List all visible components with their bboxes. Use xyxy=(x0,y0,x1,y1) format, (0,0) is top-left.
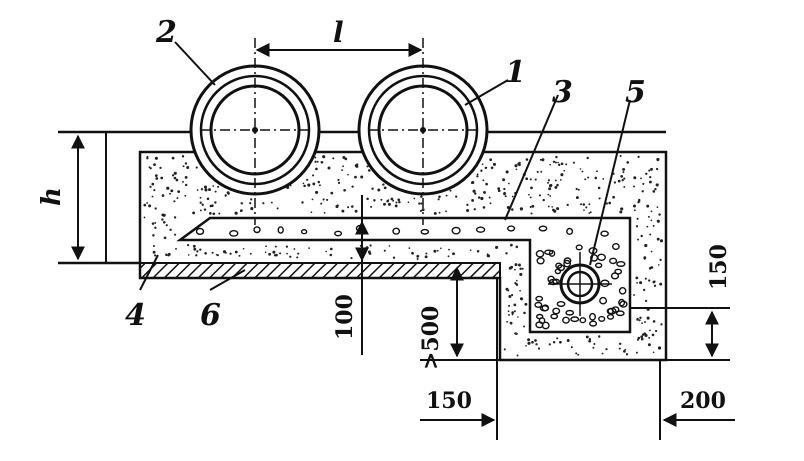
label-3: 3 xyxy=(552,75,573,110)
label-5: 5 xyxy=(625,75,646,110)
dim-500: >500 xyxy=(418,306,444,370)
label-6: 6 xyxy=(200,298,221,333)
label-1: 1 xyxy=(505,55,526,90)
dimension-500 xyxy=(420,266,520,361)
pipe-centerlines xyxy=(200,38,478,225)
label-h: h xyxy=(37,187,67,206)
dimension-h xyxy=(71,132,107,263)
label-4: 4 xyxy=(125,298,146,333)
dim-150-bottom: 150 xyxy=(426,388,472,414)
gravel-texture xyxy=(195,224,628,330)
dimension-150-bottom xyxy=(420,278,498,440)
leader-lines xyxy=(139,41,631,291)
drain-pipe-5 xyxy=(548,252,612,316)
base-slab xyxy=(139,262,501,279)
dim-100: 100 xyxy=(332,294,358,340)
dim-200: 200 xyxy=(680,388,726,414)
label-l: l xyxy=(333,16,344,49)
dimension-200 xyxy=(659,360,735,440)
label-2: 2 xyxy=(155,15,177,50)
dimension-150-right xyxy=(630,307,730,361)
dim-150-right: 150 xyxy=(706,244,732,290)
